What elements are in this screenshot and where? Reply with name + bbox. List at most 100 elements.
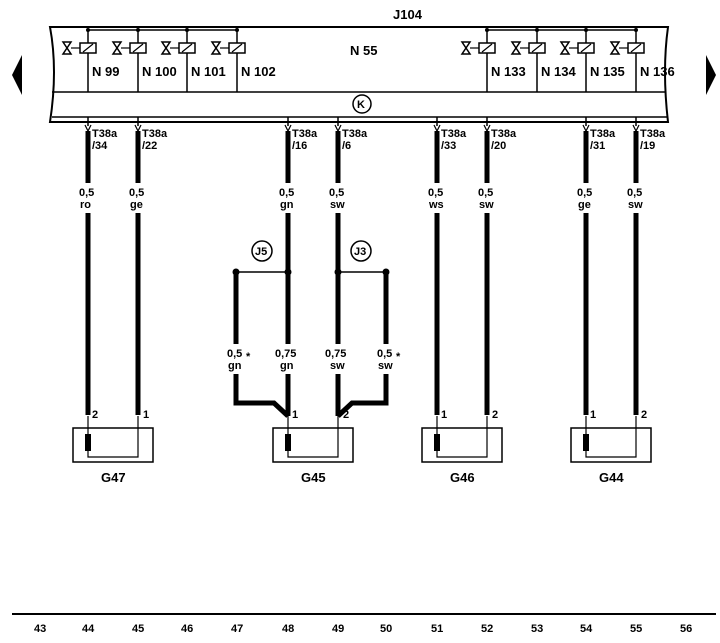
connector-pin: /31 xyxy=(590,140,605,152)
valve-icon xyxy=(460,41,472,55)
solenoid-valve-right-1 xyxy=(510,28,546,92)
wire-color: ws xyxy=(428,199,444,211)
valve-icon xyxy=(609,41,621,55)
scale-number: 47 xyxy=(231,623,243,635)
main-color: sw xyxy=(330,360,345,372)
branch-size: 0,5 xyxy=(377,348,392,360)
wire-color: ro xyxy=(80,199,91,211)
solenoid-valve-right-2 xyxy=(559,28,595,92)
branch-color: sw xyxy=(378,360,393,372)
sensor-label: G47 xyxy=(101,470,126,485)
resistor-icon xyxy=(285,434,291,451)
scale-number: 44 xyxy=(82,623,95,635)
connector-pin: /34 xyxy=(92,140,108,152)
wire-3 xyxy=(334,117,342,344)
valve-label: N 134 xyxy=(541,64,576,79)
valve-label: N 133 xyxy=(491,64,526,79)
valve-label: N 100 xyxy=(142,64,177,79)
wire-4 xyxy=(433,117,441,415)
connector-pin: /6 xyxy=(342,140,351,152)
splice-j3 xyxy=(334,240,390,418)
valve-icon xyxy=(160,41,172,55)
resistor-icon xyxy=(85,434,91,451)
resistor-icon xyxy=(434,434,440,451)
solenoid-valve-right-3 xyxy=(609,28,645,92)
wire-7 xyxy=(632,117,640,415)
pin-label: 1 xyxy=(441,409,447,421)
scale-number: 43 xyxy=(34,623,46,635)
wire-size: 0,5 xyxy=(428,187,443,199)
connector-pin: /22 xyxy=(142,140,157,152)
scale-number: 54 xyxy=(580,623,593,635)
sensor-g47 xyxy=(72,416,154,463)
wire-color: sw xyxy=(628,199,643,211)
sensor-g45 xyxy=(272,416,354,463)
valve-icon xyxy=(61,41,73,55)
splice-badge xyxy=(251,240,273,262)
scale-number: 52 xyxy=(481,623,493,635)
connector-label: T38a xyxy=(491,128,517,140)
connector-label: T38a xyxy=(342,128,368,140)
wire-color: gn xyxy=(280,199,294,211)
valve-label: N 102 xyxy=(241,64,276,79)
wire-color: ge xyxy=(130,199,143,211)
pin-label: 2 xyxy=(492,409,498,421)
main-size: 0,75 xyxy=(275,348,296,360)
solenoid-valve-left-1 xyxy=(111,28,147,92)
nav-left-arrow[interactable] xyxy=(12,55,22,95)
connector-pin: /33 xyxy=(441,140,456,152)
wire-color: ge xyxy=(578,199,591,211)
wire-5 xyxy=(483,117,491,415)
wire-size: 0,5 xyxy=(129,187,144,199)
main-color: gn xyxy=(280,360,294,372)
scale-number: 48 xyxy=(282,623,294,635)
wire-6 xyxy=(582,117,590,415)
wire-size: 0,5 xyxy=(627,187,642,199)
main-size: 0,75 xyxy=(325,348,346,360)
splice-j5 xyxy=(232,240,292,418)
resistor-icon xyxy=(583,434,589,451)
wire-size: 0,5 xyxy=(329,187,344,199)
splice-label: J5 xyxy=(255,246,267,258)
nav-right-arrow[interactable] xyxy=(706,55,716,95)
valve-label: N 135 xyxy=(590,64,625,79)
connector-pin: /19 xyxy=(640,140,655,152)
solenoid-valve-left-0 xyxy=(61,28,97,92)
sensor-label: G46 xyxy=(450,470,475,485)
valve-label: N 136 xyxy=(640,64,675,79)
connector-label: T38a xyxy=(590,128,616,140)
control-unit-label: J104 xyxy=(393,7,423,22)
sensor-label: G44 xyxy=(599,470,624,485)
ground-label: K xyxy=(357,99,365,111)
solenoid-valve-right-0 xyxy=(460,28,496,92)
valve-icon xyxy=(559,41,571,55)
connector-label: T38a xyxy=(441,128,467,140)
sensor-g46 xyxy=(421,416,503,463)
scale-number: 53 xyxy=(531,623,543,635)
pin-label: 1 xyxy=(143,409,149,421)
valve-icon xyxy=(111,41,123,55)
scale-number: 50 xyxy=(380,623,392,635)
connector-label: T38a xyxy=(640,128,666,140)
wire-2 xyxy=(284,117,292,344)
splice-badge xyxy=(350,240,372,262)
branch-size: 0,5 xyxy=(227,348,242,360)
scale-number: 51 xyxy=(431,623,443,635)
connector-pin: /20 xyxy=(491,140,506,152)
connector-label: T38a xyxy=(92,128,118,140)
wire-color: sw xyxy=(330,199,345,211)
pin-label: 2 xyxy=(343,409,349,421)
wire-size: 0,5 xyxy=(478,187,493,199)
splice-label: J3 xyxy=(354,246,366,258)
valve-label: N 101 xyxy=(191,64,226,79)
sensor-g44 xyxy=(570,416,652,463)
connector-pin: /16 xyxy=(292,140,307,152)
pin-label: 2 xyxy=(641,409,647,421)
branch-mark: * xyxy=(396,351,401,363)
scale-number: 55 xyxy=(630,623,642,635)
scale-number: 56 xyxy=(680,623,692,635)
valve-label: N 99 xyxy=(92,64,119,79)
branch-mark: * xyxy=(246,351,251,363)
scale-number: 46 xyxy=(181,623,193,635)
wire-color: sw xyxy=(479,199,494,211)
